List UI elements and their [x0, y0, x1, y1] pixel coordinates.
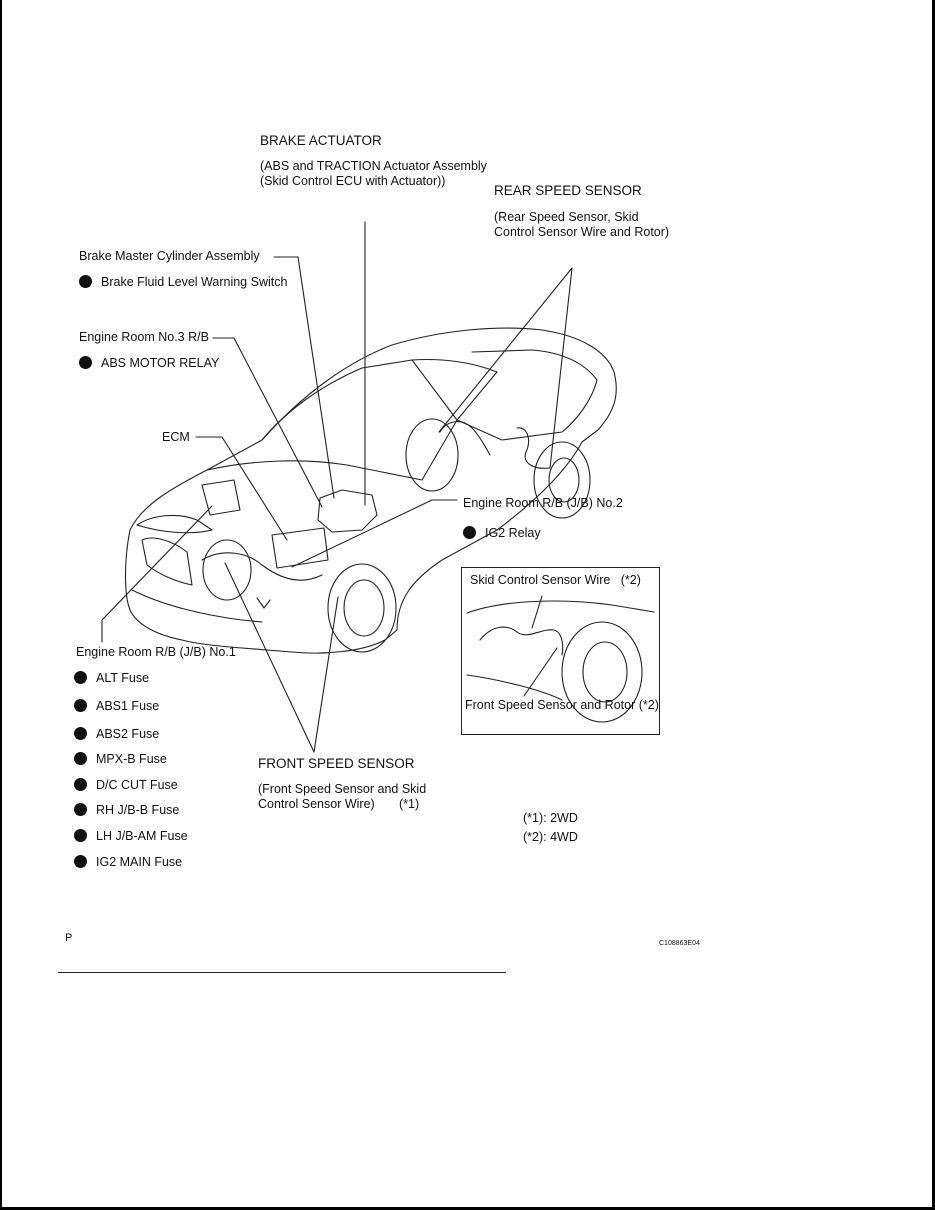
er-rb1-item: LH J/B-AM Fuse [74, 829, 188, 844]
bullet-icon [74, 671, 87, 684]
inset-top-label: Skid Control Sensor Wire (*2) [470, 573, 641, 588]
fuse-label: D/C CUT Fuse [96, 778, 178, 792]
er-rb2-item: IG2 Relay [463, 526, 541, 541]
page-letter: P [65, 932, 73, 944]
inset-bottom-text: Front Speed Sensor and Rotor [465, 698, 636, 712]
car-hood-line [206, 419, 458, 481]
figure-code: C108863E04 [659, 940, 700, 947]
footer-rule [58, 972, 506, 973]
ecm-label: ECM [162, 430, 190, 444]
er-rb1-item: RH J/B-B Fuse [74, 803, 179, 818]
er-rb2-item-text: IG2 Relay [485, 526, 541, 540]
fuse-label: MPX-B Fuse [96, 752, 167, 766]
brake-actuator-shape [317, 489, 378, 533]
car-bumper [131, 589, 263, 623]
inset-box [461, 567, 660, 735]
bullet-icon [79, 275, 92, 288]
leader-rear-speed-1 [438, 267, 573, 433]
bullet-icon [74, 803, 87, 816]
bullet-icon [74, 855, 87, 868]
leader-front-speed-1 [224, 562, 315, 753]
brake-actuator-title: BRAKE ACTUATOR [260, 133, 382, 148]
bullet-icon [74, 752, 87, 765]
fuse-label: IG2 MAIN Fuse [96, 855, 183, 869]
rear-speed-sensor-subtitle-2: Control Sensor Wire and Rotor) [494, 225, 670, 239]
bullet-icon [74, 778, 87, 791]
ecm-shape [201, 479, 241, 516]
bullet-icon [79, 356, 92, 369]
er-rb1-item: ABS2 Fuse [74, 727, 159, 742]
er-rb1-item: MPX-B Fuse [74, 752, 167, 767]
er3-rb-item: ABS MOTOR RELAY [79, 356, 219, 371]
er3-rb-label: Engine Room No.3 R/B [79, 330, 209, 344]
bullet-icon [74, 829, 87, 842]
fuse-label: LH J/B-AM Fuse [96, 829, 188, 843]
inset-top-note: (*2) [620, 573, 641, 587]
bullet-icon [463, 526, 476, 539]
leader-er3-rb [212, 337, 323, 508]
inset-top-text: Skid Control Sensor Wire [470, 573, 611, 587]
note-2wd: (*1): 2WD [523, 811, 578, 825]
rear-wheel [533, 441, 591, 519]
front-speed-sensor-note: (*1) [399, 797, 420, 811]
bullet-icon [74, 727, 87, 740]
fuse-label: ALT Fuse [96, 671, 150, 685]
fuse-label: ABS1 Fuse [96, 699, 160, 713]
leader-ecm [195, 436, 288, 541]
master-cylinder-label: Brake Master Cylinder Assembly [79, 249, 260, 263]
front-wheel [327, 563, 397, 653]
brake-actuator-subtitle-1: (ABS and TRACTION Actuator Assembly [260, 159, 487, 173]
er-rb1-item: IG2 MAIN Fuse [74, 855, 182, 870]
inset-bottom-label: Front Speed Sensor and Rotor (*2) [465, 698, 659, 713]
master-cylinder-item: Brake Fluid Level Warning Switch [79, 275, 287, 290]
inset-leader-top [531, 595, 543, 629]
brake-actuator-subtitle-2: (Skid Control ECU with Actuator)) [260, 174, 446, 188]
leader-front-speed-2 [313, 596, 339, 753]
er-rb1-label: Engine Room R/B (J/B) No.1 [76, 645, 236, 659]
fuse-label: ABS2 Fuse [96, 727, 160, 741]
front-speed-sensor-subtitle-2-text: Control Sensor Wire) [258, 797, 375, 811]
inset-leader-bottom [523, 647, 558, 697]
car-grille [141, 537, 193, 586]
car-body-outline [124, 327, 617, 654]
leader-er-rb2 [291, 499, 458, 568]
front-speed-sensor-title: FRONT SPEED SENSOR [258, 756, 415, 771]
note-4wd: (*2): 4WD [523, 830, 578, 844]
inset-bottom-note: (*2) [638, 698, 659, 712]
rear-speed-sensor-title: REAR SPEED SENSOR [494, 183, 642, 198]
car-side-window [411, 349, 598, 441]
car-headlight [136, 514, 213, 534]
fuse-label: RH J/B-B Fuse [96, 803, 180, 817]
er-rb1-item: ABS1 Fuse [74, 699, 159, 714]
er-rb2-label: Engine Room R/B (J/B) No.2 [463, 496, 623, 510]
car-windshield [261, 358, 498, 441]
er-rb1-item: ALT Fuse [74, 671, 149, 686]
leader-master-cylinder [273, 256, 335, 499]
inset-front-wheel [561, 621, 643, 723]
master-cylinder-item-text: Brake Fluid Level Warning Switch [101, 275, 288, 289]
inset-harness [479, 626, 564, 656]
bullet-icon [74, 699, 87, 712]
er-rb1-item: D/C CUT Fuse [74, 778, 178, 793]
er3-rb-item-text: ABS MOTOR RELAY [101, 356, 220, 370]
leader-er-rb1 [101, 505, 213, 643]
rear-speed-sensor-subtitle-1: (Rear Speed Sensor, Skid [494, 210, 639, 224]
front-speed-sensor-subtitle-1: (Front Speed Sensor and Skid [258, 782, 427, 796]
front-speed-sensor-subtitle-2: Control Sensor Wire) (*1) [258, 797, 419, 812]
leader-rear-speed-2 [549, 267, 573, 469]
